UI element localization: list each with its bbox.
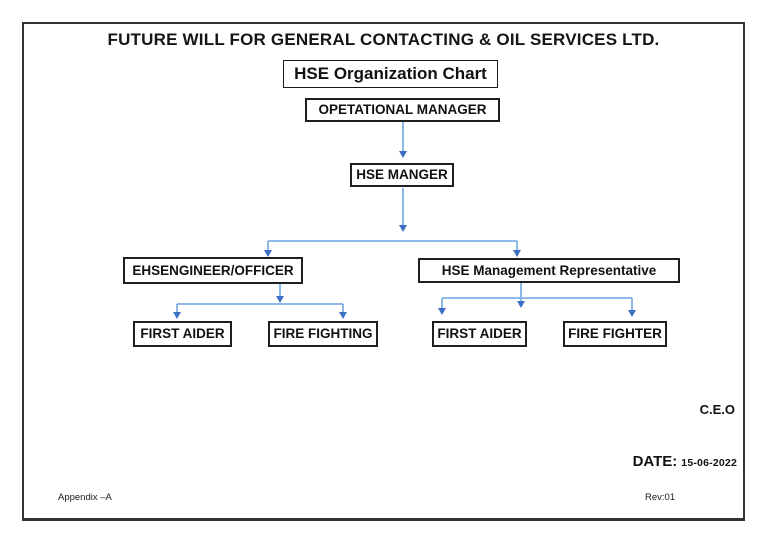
date-label: DATE:: [632, 453, 678, 470]
node-hse-manager: HSE MANGER: [350, 163, 454, 187]
node-fire-fighter: FIRE FIGHTER: [563, 321, 667, 347]
date-value: 15-06-2022: [681, 457, 737, 469]
revision-label: Rev:01: [645, 492, 676, 503]
node-first-aider-left: FIRST AIDER: [133, 321, 232, 347]
appendix-label: Appendix –A: [58, 492, 112, 503]
ceo-label: C.E.O: [699, 402, 735, 417]
node-first-aider-right: FIRST AIDER: [432, 321, 527, 347]
node-ehs-engineer-officer: EHSENGINEER/OFFICER: [123, 257, 303, 284]
chart-title: HSE Organization Chart: [294, 64, 487, 83]
node-fire-fighting: FIRE FIGHTING: [268, 321, 378, 347]
node-hse-management-representative: HSE Management Representative: [418, 258, 680, 283]
chart-title-box: HSE Organization Chart: [283, 60, 498, 88]
date-line: DATE: 15-06-2022: [633, 453, 737, 470]
company-title: FUTURE WILL FOR GENERAL CONTACTING & OIL…: [107, 30, 660, 49]
node-operational-manager: OPETATIONAL MANAGER: [305, 98, 500, 122]
